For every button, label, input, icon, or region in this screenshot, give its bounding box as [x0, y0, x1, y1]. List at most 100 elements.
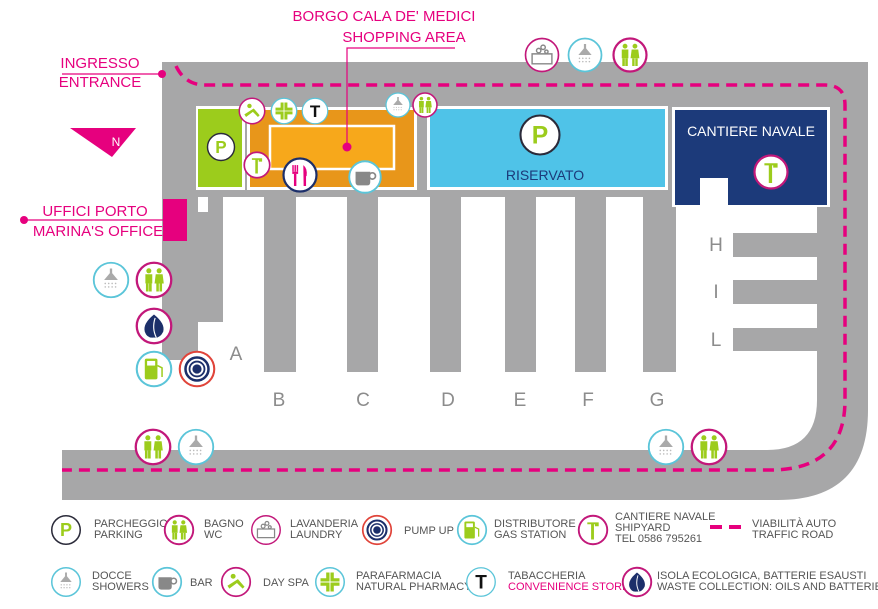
legend-label: ISOLA ECOLOGICA, BATTERIE ESAUSTI	[657, 570, 866, 582]
traffic-road-line	[62, 65, 847, 472]
tobacco-icon	[466, 567, 496, 597]
gas-station-icon	[456, 514, 488, 546]
lot-label-e: E	[514, 390, 527, 411]
pump-up-icon	[361, 514, 393, 546]
bar-icon	[151, 566, 183, 598]
shower-icon[interactable]	[177, 428, 215, 466]
shipyard-label: CANTIERE NAVALE	[687, 123, 815, 139]
legend-label: DAY SPA	[263, 577, 310, 589]
shower-icon	[50, 566, 82, 598]
legend-label: BAR	[190, 577, 213, 589]
legend-label: VIABILITÀ AUTO	[752, 517, 837, 530]
lane-c	[347, 195, 378, 372]
legend-sublabel: CONVENIENCE STORE	[508, 581, 629, 593]
legend-label: BAGNO	[204, 518, 244, 530]
lot-label-g: G	[650, 390, 665, 411]
shower-icon[interactable]	[567, 37, 603, 73]
legend-item-pump-up: PUMP UP	[361, 514, 454, 546]
waste-icon	[621, 566, 653, 598]
lane-g	[643, 195, 676, 372]
north-arrow-icon	[70, 128, 136, 157]
legend-label: LAVANDERIA	[290, 518, 359, 530]
waste-icon[interactable]	[135, 307, 173, 345]
shopping-area-subtitle: SHOPPING AREA	[342, 29, 465, 46]
lane-a	[198, 197, 223, 322]
shipyard-notch	[700, 178, 728, 207]
legend-sublabel: SHOWERS	[92, 581, 149, 593]
callouts: BORGO CALA DE' MEDICI SHOPPING AREA INGR…	[20, 8, 475, 240]
wc-icon[interactable]	[135, 261, 173, 299]
bar-icon[interactable]	[348, 160, 382, 194]
legend-label: PARCHEGGIO	[94, 518, 168, 530]
wc-icon[interactable]	[612, 37, 648, 73]
north-label: N	[112, 135, 121, 149]
day-spa-icon	[220, 566, 252, 598]
lane-e	[505, 195, 536, 372]
gas-station-icon[interactable]	[135, 350, 173, 388]
office-label-it: UFFICI PORTO	[42, 203, 147, 220]
wc-icon[interactable]	[412, 92, 438, 118]
office-label-en: MARINA'S OFFICE	[33, 223, 163, 240]
shower-icon[interactable]	[647, 428, 685, 466]
shipyard-icon[interactable]	[753, 154, 789, 190]
legend-sublabel: TRAFFIC ROAD	[752, 529, 833, 541]
parking-icon[interactable]	[206, 132, 236, 162]
shopping-leader-line	[346, 47, 455, 147]
lane-f	[575, 195, 606, 372]
restaurant-icon[interactable]	[282, 157, 318, 193]
lane-h	[733, 233, 817, 257]
shipyard-icon	[577, 514, 609, 546]
laundry-icon	[251, 515, 281, 545]
tobacco-icon[interactable]	[301, 97, 329, 125]
pump-up-icon[interactable]	[178, 350, 216, 388]
shipyard-icon[interactable]	[243, 151, 271, 179]
legend-sublabel: PARKING	[94, 529, 143, 541]
shower-icon[interactable]	[92, 261, 130, 299]
lot-label-d: D	[441, 390, 455, 411]
shopping-area-title: BORGO CALA DE' MEDICI	[293, 8, 476, 25]
entrance-label-it: INGRESSO	[60, 55, 139, 72]
lane-i	[733, 280, 817, 304]
marinas-office-building[interactable]	[163, 199, 187, 241]
lot-label-b: B	[273, 390, 286, 411]
lane-l	[733, 328, 817, 351]
wc-icon[interactable]	[690, 428, 728, 466]
shower-icon[interactable]	[385, 92, 411, 118]
wc-icon[interactable]	[134, 428, 172, 466]
lot-label-c: C	[356, 390, 370, 411]
legend-item-bar: BAR	[151, 566, 213, 598]
office-dot	[20, 216, 28, 224]
day-spa-icon[interactable]	[238, 97, 266, 125]
legend-sublabel: WC	[204, 529, 222, 541]
legend-label: TABACCHERIA	[508, 570, 586, 582]
laundry-icon[interactable]	[524, 37, 560, 73]
lane-b	[264, 195, 296, 372]
shopping-leader-dot	[342, 142, 352, 152]
legend-label: CANTIERE NAVALE	[615, 511, 715, 523]
legend-label: PUMP UP	[404, 525, 454, 537]
pharmacy-icon[interactable]	[270, 97, 298, 125]
legend-sublabel: WASTE COLLECTION: OILS AND BATTERIES	[657, 581, 878, 593]
entrance-dot	[158, 70, 166, 78]
lot-label-f: F	[582, 390, 594, 411]
lot-label-a: A	[230, 344, 243, 365]
lane-d	[430, 195, 461, 372]
legend-phone: TEL 0586 795261	[615, 533, 702, 545]
pharmacy-icon	[314, 566, 346, 598]
legend-sublabel: GAS STATION	[494, 529, 566, 541]
legend-item-day-spa: DAY SPA	[220, 566, 310, 598]
legend: PARCHEGGIOPARKINGBAGNOWCLAVANDERIALAUNDR…	[50, 511, 878, 598]
entrance-label-en: ENTRANCE	[59, 74, 142, 91]
legend-sublabel: LAUNDRY	[290, 529, 343, 541]
legend-sublabel: NATURAL PHARMACY	[356, 581, 472, 593]
lot-label-h: H	[709, 235, 723, 256]
parking-icon[interactable]	[519, 114, 561, 156]
